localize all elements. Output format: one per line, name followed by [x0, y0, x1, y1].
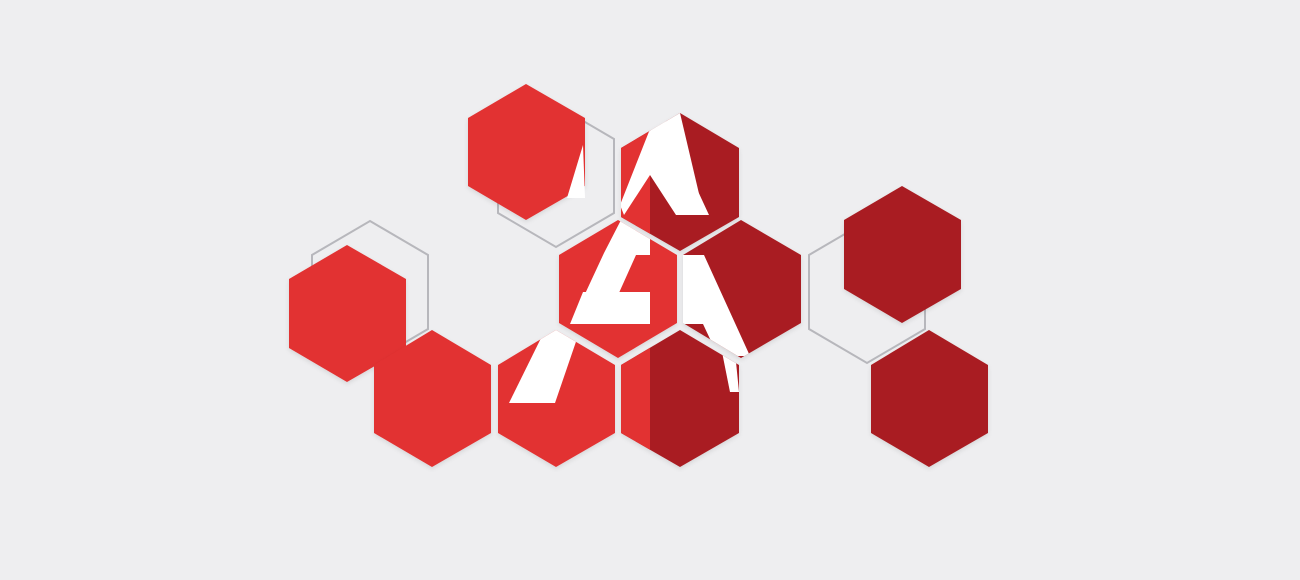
hexagon-bottom-left — [374, 330, 491, 467]
hexagon-top-left — [468, 84, 585, 220]
hexagon-center-bottom-right — [621, 330, 739, 467]
a-letter-mark — [509, 113, 750, 403]
hexagon-left — [289, 245, 406, 382]
hexagon-right-bottom — [871, 330, 988, 467]
hexagon-right-top — [844, 186, 961, 323]
